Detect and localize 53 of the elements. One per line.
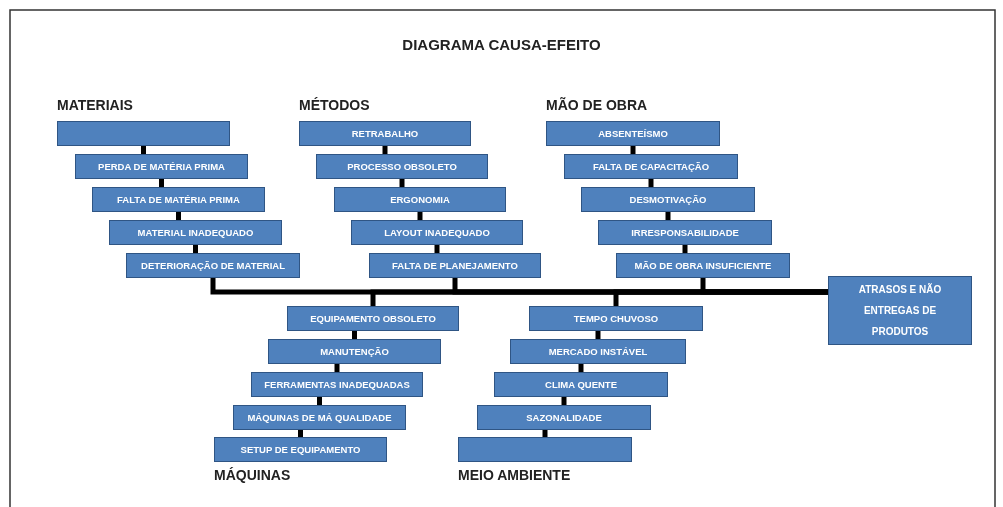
connector-line xyxy=(682,245,688,253)
cause-box: IRRESPONSABILIDADE xyxy=(598,220,772,245)
cause-box: MÁQUINAS DE MÁ QUALIDADE xyxy=(233,405,406,430)
cause-box: PROCESSO OBSOLETO xyxy=(316,154,488,179)
category-heading: MÃO DE OBRA xyxy=(546,97,648,113)
connector-line xyxy=(141,146,146,154)
connector-line xyxy=(434,245,440,253)
cause-box: CLIMA QUENTE xyxy=(494,372,668,397)
cause-box: LAYOUT INADEQUADO xyxy=(351,220,523,245)
connector-line xyxy=(298,430,303,437)
category-heading: MÉTODOS xyxy=(299,97,370,113)
cause-box: FALTA DE CAPACITAÇÃO xyxy=(564,154,738,179)
cause-box: TEMPO CHUVOSO xyxy=(529,306,703,331)
cause-box: MATERIAL INADEQUADO xyxy=(109,220,282,245)
cause-box: ABSENTEÍSMO xyxy=(546,121,720,146)
cause-box: FALTA DE MATÉRIA PRIMA xyxy=(92,187,265,212)
cause-box: EQUIPAMENTO OBSOLETO xyxy=(287,306,459,331)
category-heading: MÁQUINAS xyxy=(214,467,291,483)
diagram-title: DIAGRAMA CAUSA-EFEITO xyxy=(402,36,601,53)
connector-line xyxy=(399,179,405,187)
cause-box: MÃO DE OBRA INSUFICIENTE xyxy=(616,253,790,278)
cause-box: SAZONALIDADE xyxy=(477,405,651,430)
category-heading: MEIO AMBIENTE xyxy=(458,467,571,483)
effect-box: ATRASOS E NÃO ENTREGAS DE PRODUTOS xyxy=(828,276,972,345)
spine-line xyxy=(613,289,828,306)
cause-box: RETRABALHO xyxy=(299,121,471,146)
cause-box: DETERIORAÇÃO DE MATERIAL xyxy=(126,253,300,278)
connector-line xyxy=(193,245,198,253)
cause-box: ERGONOMIA xyxy=(334,187,506,212)
connector-line xyxy=(352,331,357,339)
connector-line xyxy=(665,212,671,220)
connector-line xyxy=(176,212,181,220)
connector-line xyxy=(317,397,322,405)
connector-line xyxy=(382,146,388,154)
connector-line xyxy=(542,430,548,437)
cause-box: DESMOTIVAÇÃO xyxy=(581,187,755,212)
connector-line xyxy=(159,179,164,187)
cause-box: PERDA DE MATÉRIA PRIMA xyxy=(75,154,248,179)
cause-box: FERRAMENTAS INADEQUADAS xyxy=(251,372,423,397)
empty-box xyxy=(57,121,230,146)
cause-box: MANUTENÇÃO xyxy=(268,339,441,364)
cause-box: MERCADO INSTÁVEL xyxy=(510,339,686,364)
cause-box: FALTA DE PLANEJAMENTO xyxy=(369,253,541,278)
connector-line xyxy=(334,364,340,372)
cause-box: SETUP DE EQUIPAMENTO xyxy=(214,437,387,462)
connector-line xyxy=(648,179,654,187)
connector-line xyxy=(561,397,567,405)
connector-line xyxy=(417,212,423,220)
connector-line xyxy=(630,146,636,154)
connector-line xyxy=(595,331,601,339)
connector-line xyxy=(578,364,584,372)
category-heading: MATERIAIS xyxy=(57,97,133,113)
empty-box xyxy=(458,437,632,462)
